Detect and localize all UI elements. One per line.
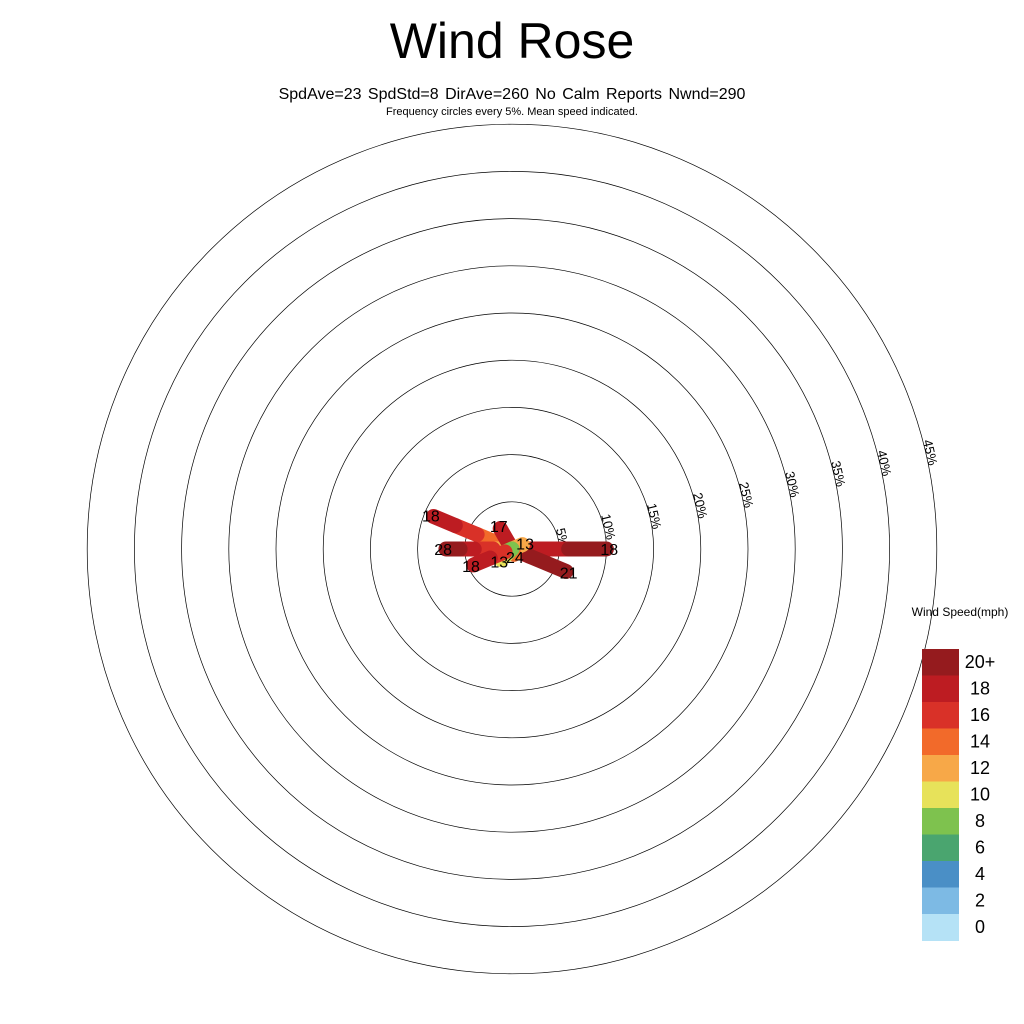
ring-label: 45% bbox=[920, 438, 941, 467]
mean-speed-label: 24 bbox=[506, 550, 524, 567]
legend-swatch bbox=[922, 834, 959, 862]
frequency-ring bbox=[322, 359, 702, 739]
mean-speed-label: 28 bbox=[434, 542, 452, 559]
frequency-ring bbox=[181, 218, 843, 880]
petal-segment bbox=[492, 521, 516, 550]
mean-speed-label: 13 bbox=[516, 537, 534, 554]
frequency-ring bbox=[134, 171, 890, 927]
legend-swatch bbox=[922, 781, 959, 809]
legend-label: 8 bbox=[975, 811, 985, 831]
legend-label: 16 bbox=[970, 705, 990, 725]
ring-label: 30% bbox=[782, 470, 803, 499]
ring-label: 35% bbox=[828, 459, 849, 488]
petal-segment bbox=[521, 548, 574, 579]
legend-swatch bbox=[922, 649, 959, 676]
legend-swatch bbox=[922, 861, 959, 888]
legend-label: 2 bbox=[975, 891, 985, 911]
legend-label: 0 bbox=[975, 917, 985, 937]
legend-label: 6 bbox=[975, 838, 985, 858]
petal-segment bbox=[466, 550, 498, 573]
frequency-ring bbox=[86, 123, 938, 975]
legend-swatch bbox=[922, 728, 959, 756]
legend-label: 12 bbox=[970, 758, 990, 778]
frequency-ring bbox=[275, 312, 749, 786]
legend-title: Wind Speed(mph) bbox=[912, 605, 1009, 619]
legend-label: 4 bbox=[975, 864, 985, 884]
legend-label: 10 bbox=[970, 785, 990, 805]
legend-label: 18 bbox=[970, 679, 990, 699]
frequency-ring bbox=[228, 265, 796, 833]
chart-stats: SpdAve=23 SpdStd=8 DirAve=260 No Calm Re… bbox=[278, 86, 746, 103]
mean-speed-label: 17 bbox=[490, 519, 508, 536]
mean-speed-label: 18 bbox=[462, 559, 480, 576]
petal-segment bbox=[426, 508, 463, 534]
mean-speed-label: 18 bbox=[600, 542, 618, 559]
mean-speed-label: 13 bbox=[490, 555, 508, 572]
mean-speed-label: 21 bbox=[560, 565, 578, 582]
ring-label: 20% bbox=[690, 491, 711, 520]
legend-label: 14 bbox=[970, 732, 990, 752]
ring-label: 40% bbox=[874, 449, 895, 478]
mean-speed-label: 18 bbox=[422, 508, 440, 525]
frequency-ring bbox=[370, 407, 654, 691]
chart-title: Wind Rose bbox=[389, 13, 635, 69]
legend-swatch bbox=[922, 675, 959, 703]
legend-swatch bbox=[922, 755, 959, 782]
legend-swatch bbox=[922, 887, 959, 915]
legend-swatch bbox=[922, 808, 959, 835]
ring-label: 25% bbox=[736, 481, 757, 510]
legend-label: 20+ bbox=[965, 652, 996, 672]
legend-swatch bbox=[922, 702, 959, 729]
ring-label: 10% bbox=[598, 512, 619, 541]
ring-label: 15% bbox=[644, 502, 665, 531]
chart-subtitle: Frequency circles every 5%. Mean speed i… bbox=[386, 106, 638, 118]
legend-swatch bbox=[922, 914, 959, 941]
